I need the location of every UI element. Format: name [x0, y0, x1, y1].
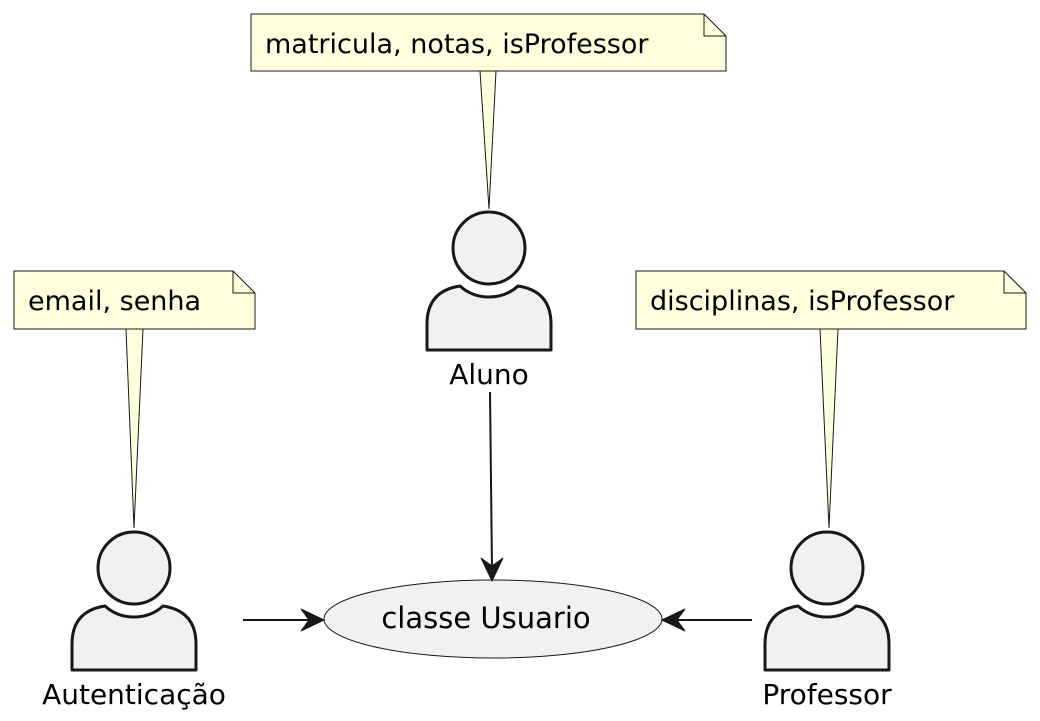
note-professor-text: disciplinas, isProfessor: [650, 286, 955, 317]
note-autenticacao-box: [13, 270, 256, 330]
actor-professor: Professor: [762, 530, 892, 711]
usecase-label: classe Usuario: [381, 601, 590, 635]
note-aluno: matricula, notas, isProfessor: [250, 13, 727, 210]
note-autenticacao: email, senha: [13, 270, 256, 529]
usecase-classe-usuario: classe Usuario: [323, 579, 663, 659]
actor-professor-label: Professor: [762, 678, 892, 711]
note-autenticacao-fold: [232, 271, 255, 294]
note-autenticacao-pointer: [125, 328, 144, 529]
person-icon: [425, 210, 553, 352]
note-aluno-pointer: [479, 70, 497, 210]
connector-autenticacao-usecase: [243, 608, 326, 632]
actor-aluno: Aluno: [425, 210, 553, 391]
person-icon: [70, 530, 198, 672]
actor-aluno-label: Aluno: [449, 358, 529, 391]
note-aluno-text: matricula, notas, isProfessor: [265, 29, 649, 60]
note-professor: disciplinas, isProfessor: [635, 270, 1027, 529]
arrowhead: [660, 608, 686, 632]
note-aluno-fold: [703, 14, 726, 37]
note-professor-fold: [1003, 271, 1026, 294]
actor-autenticacao-label: Autenticação: [42, 678, 226, 711]
connector-professor-usecase: [660, 608, 752, 632]
note-professor-pointer: [819, 328, 839, 529]
note-autenticacao-text: email, senha: [28, 286, 201, 317]
connector-aluno-usecase: [480, 391, 504, 583]
arrowhead: [300, 608, 326, 632]
note-professor-box: [635, 270, 1027, 330]
arrowhead: [480, 557, 504, 583]
note-aluno-box: [250, 13, 727, 72]
actor-autenticacao: Autenticação: [42, 530, 226, 711]
person-icon: [763, 530, 891, 672]
